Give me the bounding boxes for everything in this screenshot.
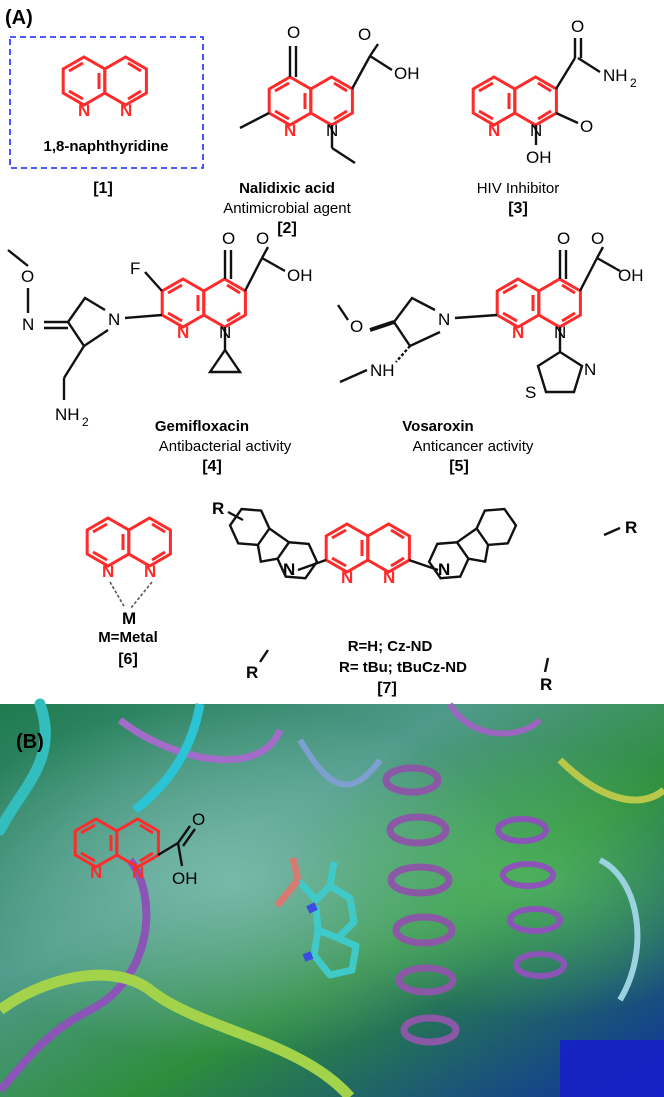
- svg-text:M: M: [122, 609, 136, 628]
- compound-5-structure: O O OH N O NH S N N N: [337, 229, 644, 402]
- svg-text:O: O: [580, 117, 593, 136]
- svg-text:N: N: [438, 310, 450, 329]
- compound-7-ref: [7]: [377, 680, 397, 697]
- svg-text:NH: NH: [603, 66, 628, 85]
- svg-text:N: N: [326, 121, 338, 140]
- svg-text:N: N: [177, 323, 189, 342]
- compound-7-line1: R=H; Cz-ND: [348, 638, 433, 655]
- svg-text:OH: OH: [618, 266, 644, 285]
- svg-text:O: O: [192, 810, 205, 829]
- svg-text:N: N: [530, 121, 542, 140]
- svg-text:R: R: [625, 518, 637, 537]
- docking-render: [0, 698, 664, 1097]
- svg-text:OH: OH: [526, 148, 552, 167]
- compound-3-structure: O NH 2 O OH N N: [471, 17, 637, 167]
- svg-text:O: O: [358, 25, 371, 44]
- compound-7-structure: N N N N R R R R: [212, 499, 637, 694]
- compound-4-ref: [4]: [202, 458, 222, 475]
- compound-1-structure: N N: [61, 55, 148, 120]
- svg-text:S: S: [525, 383, 536, 402]
- panel-b-label: (B): [16, 731, 44, 753]
- compound-3-ref: [3]: [508, 200, 528, 217]
- svg-text:N: N: [108, 310, 120, 329]
- svg-text:N: N: [283, 560, 295, 579]
- svg-text:N: N: [90, 863, 102, 882]
- compound-6-metal-label: M=Metal: [98, 629, 158, 646]
- compound-6-ref: [6]: [118, 651, 138, 668]
- svg-text:N: N: [120, 101, 132, 120]
- svg-text:F: F: [130, 259, 140, 278]
- compound-1-name: 1,8-naphthyridine: [43, 138, 168, 155]
- compound-2-structure: O O OH N N: [239, 23, 420, 165]
- compound-2-name: Nalidixic acid: [239, 180, 335, 197]
- compound-5-ref: [5]: [449, 458, 469, 475]
- compound-5-role: Anticancer activity: [413, 438, 534, 455]
- svg-text:O: O: [591, 229, 604, 248]
- svg-text:N: N: [78, 101, 90, 120]
- svg-text:2: 2: [630, 76, 637, 90]
- compound-7-line2: R= tBu; tBuCz-ND: [339, 659, 467, 676]
- panel-a-label: (A): [5, 7, 33, 29]
- svg-text:OH: OH: [172, 869, 198, 888]
- svg-text:NH: NH: [55, 405, 80, 424]
- svg-text:O: O: [350, 317, 363, 336]
- svg-text:N: N: [512, 323, 524, 342]
- svg-text:R: R: [212, 499, 224, 518]
- svg-text:N: N: [488, 121, 500, 140]
- svg-text:N: N: [554, 323, 566, 342]
- svg-text:R: R: [246, 663, 258, 682]
- compound-1-frame: [9, 36, 204, 169]
- svg-text:N: N: [144, 562, 156, 581]
- svg-text:O: O: [287, 23, 300, 42]
- svg-text:O: O: [557, 229, 570, 248]
- compound-4-structure: F O O OH N N O NH 2 N N: [7, 229, 313, 429]
- svg-text:O: O: [222, 229, 235, 248]
- compound-5-name: Vosaroxin: [402, 418, 473, 435]
- svg-text:N: N: [584, 360, 596, 379]
- compound-3-role: HIV Inhibitor: [477, 180, 560, 197]
- compound-4-name: Gemifloxacin: [155, 418, 249, 435]
- svg-text:OH: OH: [287, 266, 313, 285]
- svg-text:R: R: [540, 675, 552, 694]
- svg-text:N: N: [383, 568, 395, 587]
- svg-text:2: 2: [82, 415, 89, 429]
- ligand-structure: N N O OH: [73, 810, 205, 888]
- svg-text:N: N: [132, 863, 144, 882]
- svg-text:O: O: [256, 229, 269, 248]
- compound-6-structure: N N M: [85, 516, 172, 628]
- svg-text:N: N: [219, 323, 231, 342]
- svg-text:N: N: [102, 562, 114, 581]
- svg-text:N: N: [284, 121, 296, 140]
- svg-text:OH: OH: [394, 64, 420, 83]
- svg-text:N: N: [22, 315, 34, 334]
- svg-text:O: O: [21, 267, 34, 286]
- svg-text:N: N: [438, 560, 450, 579]
- compound-2-role: Antimicrobial agent: [223, 200, 351, 217]
- compound-2-ref: [2]: [277, 220, 297, 237]
- svg-text:N: N: [341, 568, 353, 587]
- svg-text:O: O: [571, 17, 584, 36]
- svg-text:NH: NH: [370, 361, 395, 380]
- compound-4-role: Antibacterial activity: [159, 438, 292, 455]
- compound-1-ref: [1]: [93, 180, 113, 197]
